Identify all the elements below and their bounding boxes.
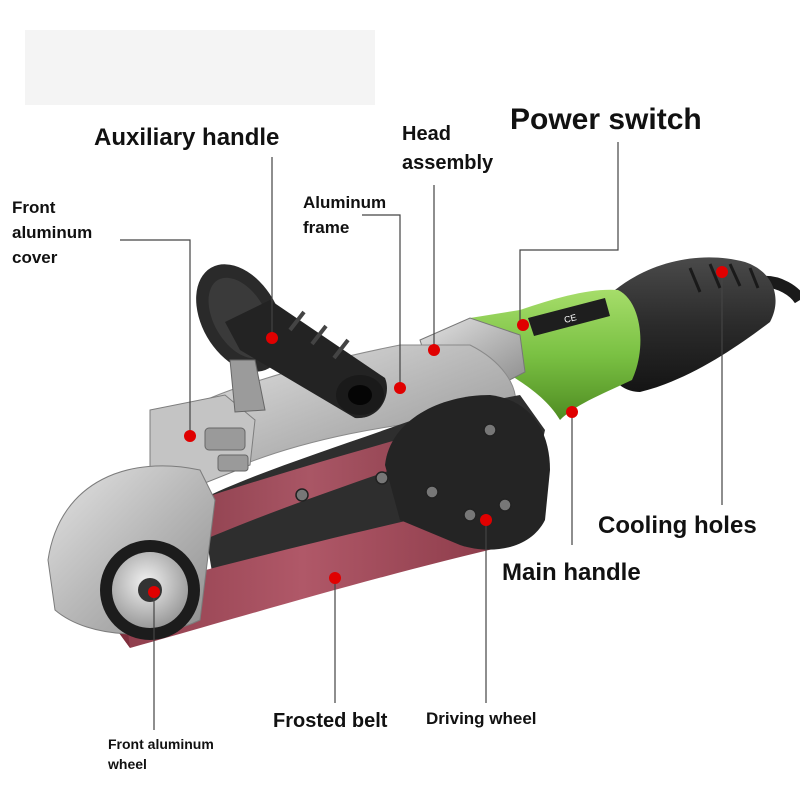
marker-main-handle	[566, 406, 578, 418]
marker-frosted-belt	[329, 572, 341, 584]
label-front-aluminum-wheel-line2: wheel	[108, 756, 147, 772]
label-power-switch: Power switch	[510, 103, 702, 136]
marker-front-aluminum-cover	[184, 430, 196, 442]
spec-label-text: CE	[563, 312, 578, 325]
markers	[148, 266, 728, 598]
motor-housing	[603, 257, 776, 392]
label-front-aluminum-cover-line1: Front	[12, 198, 56, 217]
label-auxiliary-handle: Auxiliary handle	[94, 124, 280, 151]
marker-cooling-holes	[716, 266, 728, 278]
label-front-aluminum-cover-line2: aluminum	[12, 223, 93, 242]
label-main-handle: Main handle	[502, 559, 641, 586]
label-aluminum-frame-line1: Aluminum	[303, 193, 387, 212]
marker-driving-wheel	[480, 514, 492, 526]
label-frosted-belt: Frosted belt	[273, 710, 388, 732]
marker-head-assembly	[428, 344, 440, 356]
label-driving-wheel: Driving wheel	[426, 709, 537, 728]
label-front-aluminum-wheel-line1: Front aluminum	[108, 736, 214, 752]
label-head-assembly-line1: Head	[402, 123, 451, 145]
driving-wheel-plate	[385, 395, 550, 550]
label-head-assembly-line2: assembly	[402, 152, 494, 174]
marker-auxiliary-handle	[266, 332, 278, 344]
label-cooling-holes: Cooling holes	[598, 512, 757, 539]
label-aluminum-frame-line2: frame	[303, 218, 350, 237]
marker-front-aluminum-wheel	[148, 586, 160, 598]
leader-lines	[120, 142, 723, 730]
marker-power-switch	[517, 319, 529, 331]
marker-aluminum-frame	[394, 382, 406, 394]
spec-label	[528, 298, 610, 336]
main-handle-body	[470, 289, 641, 420]
watermark-band	[25, 30, 375, 105]
label-front-aluminum-cover-line3: cover	[12, 248, 58, 267]
